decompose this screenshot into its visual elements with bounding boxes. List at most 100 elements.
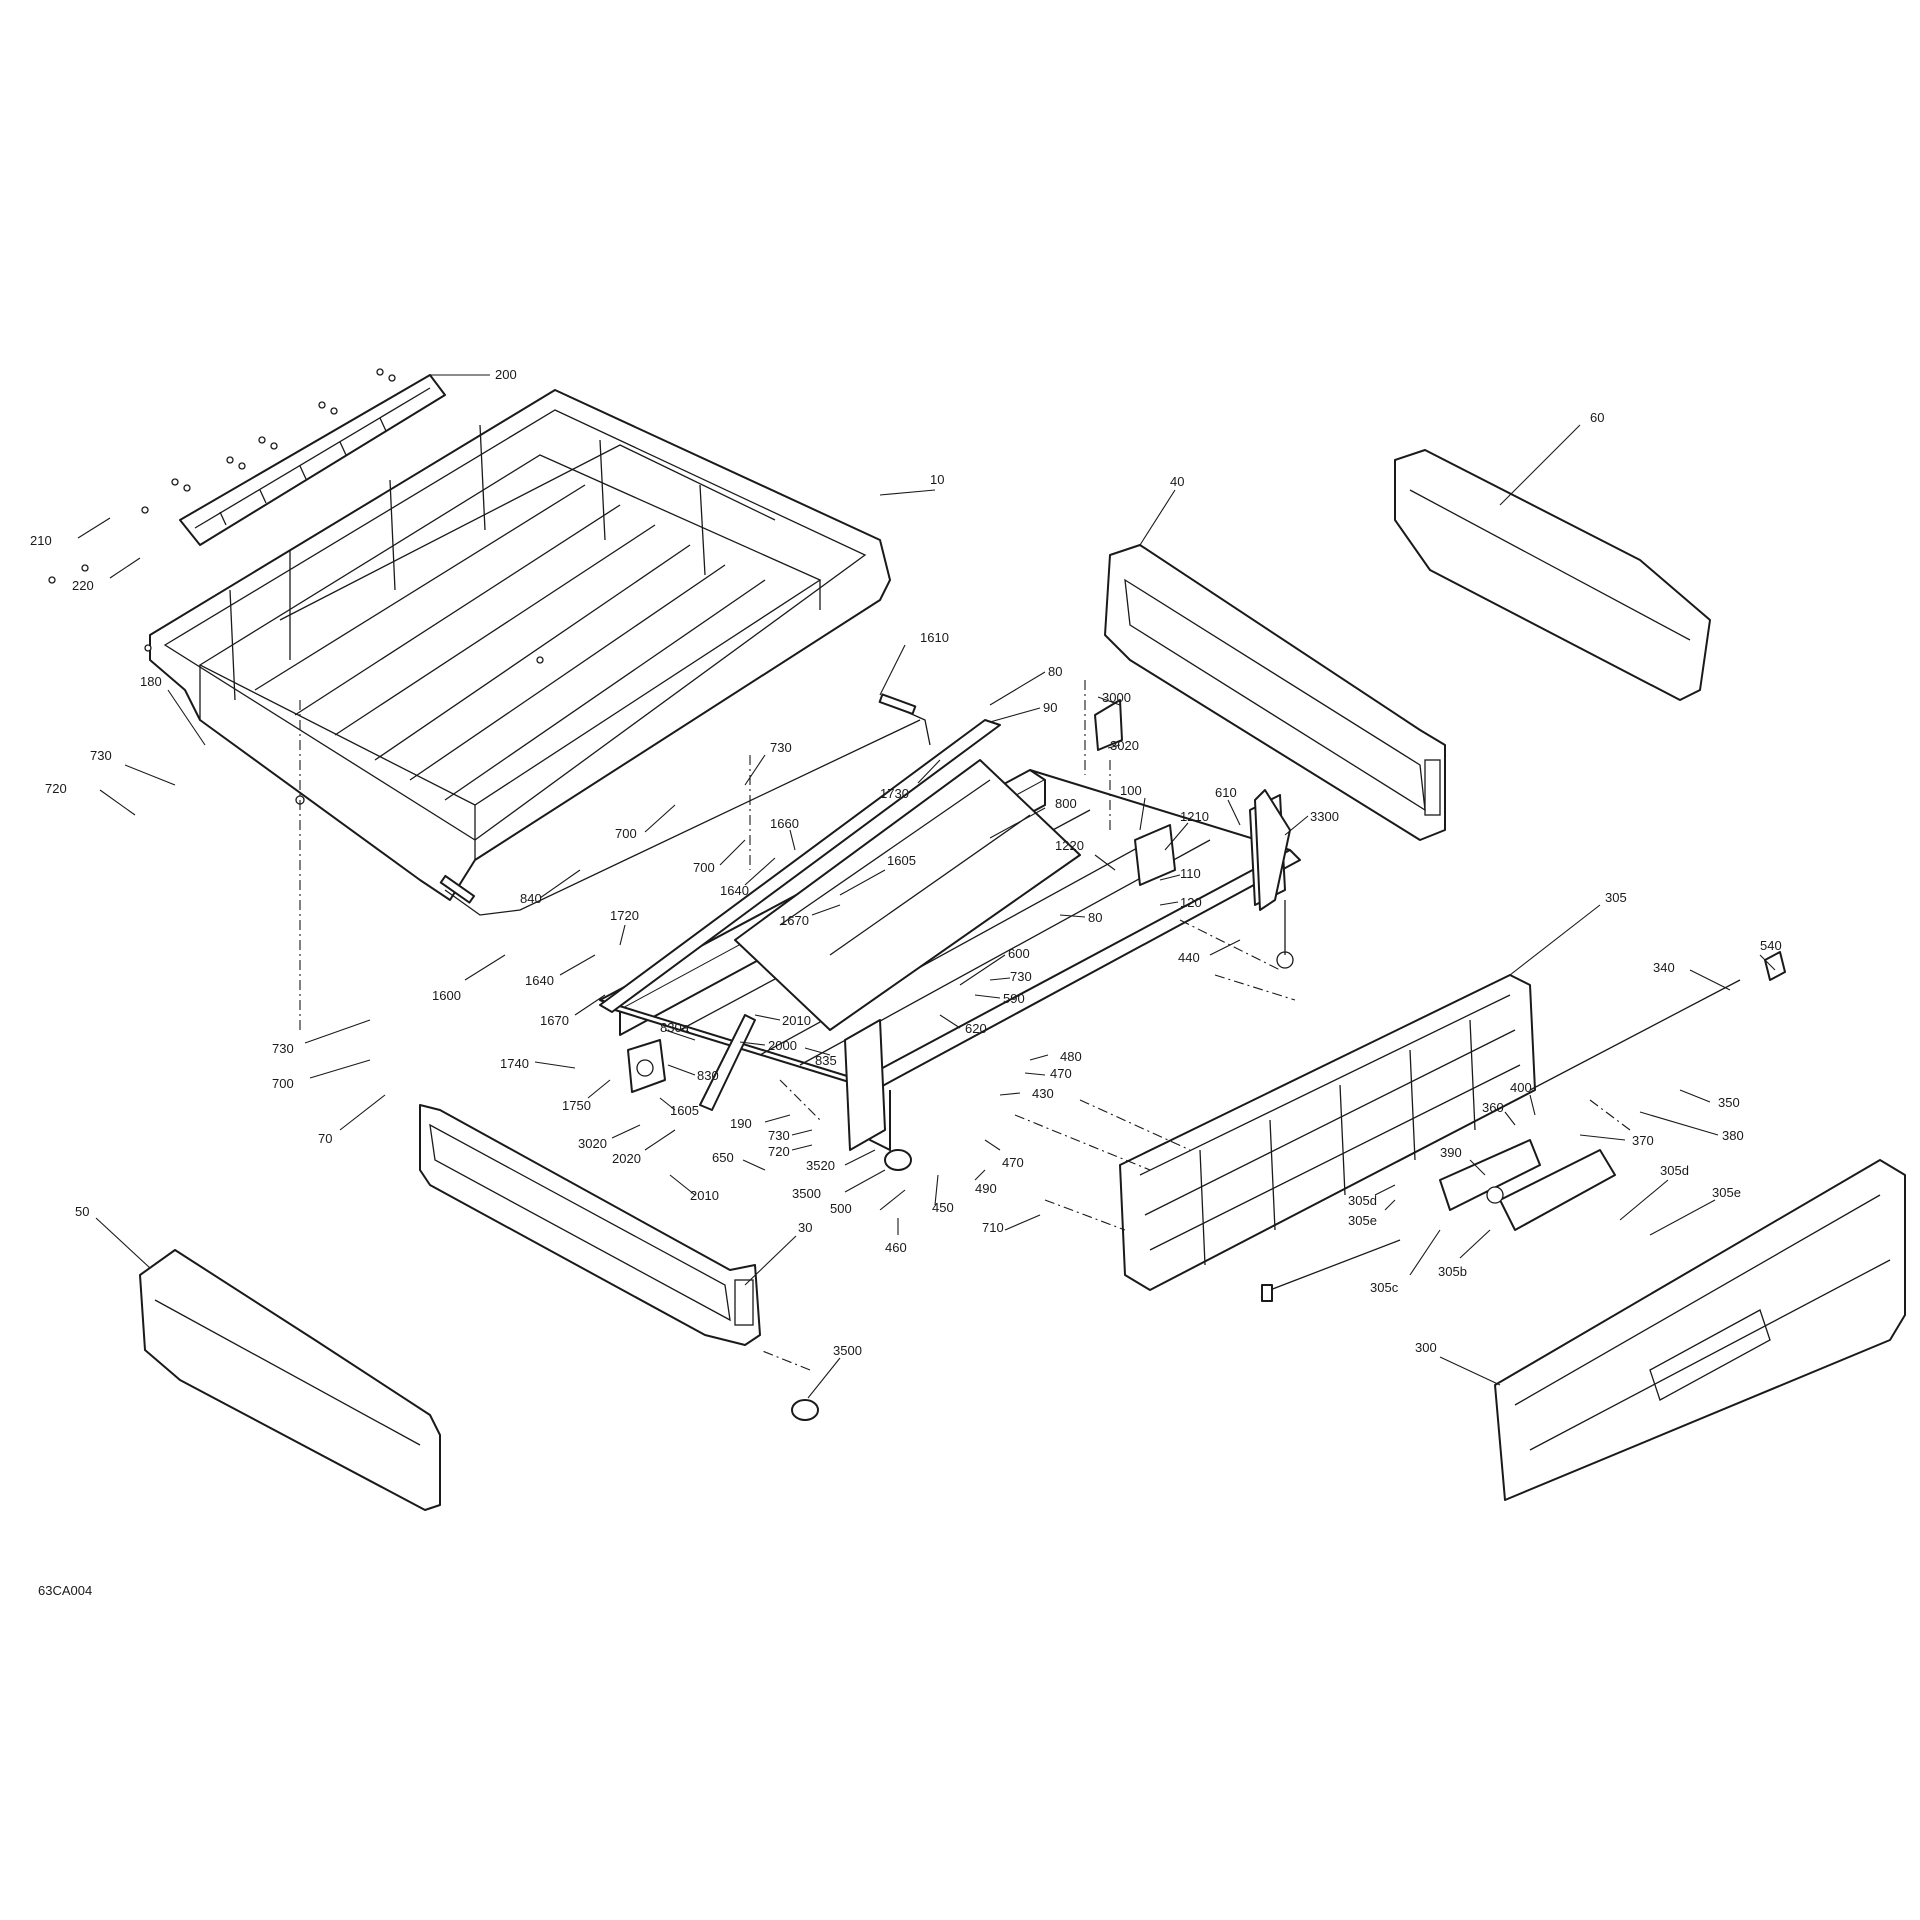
- tailgate-handle: [1439, 1139, 1616, 1231]
- callout-720-b: 720: [768, 1144, 790, 1159]
- callout-1670-b: 1670: [540, 1013, 569, 1028]
- left-outer-panel: [139, 1249, 441, 1511]
- right-outer-panel: [1394, 449, 1711, 701]
- frame-rails: [599, 719, 1081, 1031]
- callout-3520: 3520: [806, 1158, 835, 1173]
- callout-60: 60: [1590, 410, 1604, 425]
- left-side-panel: [419, 1104, 761, 1346]
- callout-3020: 3020: [578, 1136, 607, 1151]
- callout-190: 190: [730, 1116, 752, 1131]
- callout-80: 80: [1088, 910, 1102, 925]
- callout-1660: 1660: [770, 816, 799, 831]
- callout-1605: 1605: [887, 853, 916, 868]
- callout-720: 720: [45, 781, 67, 796]
- callout-300: 300: [1415, 1340, 1437, 1355]
- callout-450: 450: [932, 1200, 954, 1215]
- callout-620: 620: [965, 1021, 987, 1036]
- callout-460: 460: [885, 1240, 907, 1255]
- callout-830: 830: [697, 1068, 719, 1083]
- callout-1640: 1640: [720, 883, 749, 898]
- latch-bracket: [627, 1039, 666, 1093]
- callout-730: 730: [90, 748, 112, 763]
- right-side-panel: [1104, 544, 1446, 841]
- callout-30: 30: [798, 1220, 812, 1235]
- callout-305: 305: [1605, 890, 1627, 905]
- gas-strut: [699, 1014, 756, 1111]
- callout-labels: 200 210 220 10 180 730 720 840 1610 730 …: [30, 367, 1782, 1399]
- callout-600: 600: [1008, 946, 1030, 961]
- callout-2010-b: 2010: [690, 1188, 719, 1203]
- callout-80-b: 80: [1048, 664, 1062, 679]
- callout-3020-b: 3020: [1110, 738, 1139, 753]
- callout-710: 710: [982, 1220, 1004, 1235]
- callout-1750: 1750: [562, 1098, 591, 1113]
- callout-470: 470: [1002, 1155, 1024, 1170]
- callout-440: 440: [1178, 950, 1200, 965]
- callout-1605-b: 1605: [670, 1103, 699, 1118]
- callout-470-b: 470: [1050, 1066, 1072, 1081]
- callout-200: 200: [495, 367, 517, 382]
- callout-305e: 305e: [1348, 1213, 1377, 1228]
- callout-340: 340: [1653, 960, 1675, 975]
- callout-610: 610: [1215, 785, 1237, 800]
- callout-90: 90: [1043, 700, 1057, 715]
- tailgate-inner: [1119, 974, 1536, 1291]
- callout-480: 480: [1060, 1049, 1082, 1064]
- callout-430: 430: [1032, 1086, 1054, 1101]
- assembly-lines: [299, 680, 1631, 1371]
- hinge-bracket-right: [1094, 699, 1294, 969]
- callout-305d-b: 305d: [1660, 1163, 1689, 1178]
- callout-730-b: 730: [770, 740, 792, 755]
- callout-100: 100: [1120, 783, 1142, 798]
- callout-500: 500: [830, 1201, 852, 1216]
- callout-3500: 3500: [833, 1343, 862, 1358]
- callout-1740: 1740: [500, 1056, 529, 1071]
- callout-1670: 1670: [780, 913, 809, 928]
- callout-1730: 1730: [880, 786, 909, 801]
- callout-2010: 2010: [782, 1013, 811, 1028]
- callout-730-d: 730: [768, 1128, 790, 1143]
- callout-305d: 305d: [1348, 1193, 1377, 1208]
- callout-2000: 2000: [768, 1038, 797, 1053]
- callout-650: 650: [712, 1150, 734, 1165]
- callout-2020: 2020: [612, 1151, 641, 1166]
- callout-1640-b: 1640: [525, 973, 554, 988]
- callout-120: 120: [1180, 895, 1202, 910]
- callout-305c: 305c: [1370, 1280, 1399, 1295]
- callout-1720: 1720: [610, 908, 639, 923]
- callout-490: 490: [975, 1181, 997, 1196]
- caps: [791, 1149, 912, 1421]
- callout-800: 800: [1055, 796, 1077, 811]
- callout-1220: 1220: [1055, 838, 1084, 853]
- callout-220: 220: [72, 578, 94, 593]
- callout-180: 180: [140, 674, 162, 689]
- callout-730-e: 730: [1010, 969, 1032, 984]
- callout-3500-b: 3500: [792, 1186, 821, 1201]
- callout-70: 70: [318, 1131, 332, 1146]
- latch-rod: [1261, 951, 1786, 1302]
- callout-380: 380: [1722, 1128, 1744, 1143]
- callout-1600: 1600: [432, 988, 461, 1003]
- callout-835: 835: [815, 1053, 837, 1068]
- callout-1210: 1210: [1180, 809, 1209, 824]
- callout-590: 590: [1003, 991, 1025, 1006]
- rail-cover-fasteners: [48, 368, 544, 805]
- callout-210: 210: [30, 533, 52, 548]
- callout-40: 40: [1170, 474, 1184, 489]
- callout-110: 110: [1180, 866, 1201, 881]
- tailgate-outer: [1494, 1159, 1906, 1501]
- callout-700-c: 700: [272, 1076, 294, 1091]
- callout-50: 50: [75, 1204, 89, 1219]
- callout-400: 400: [1510, 1080, 1532, 1095]
- callout-730-c: 730: [272, 1041, 294, 1056]
- callout-830a: 830a: [660, 1020, 690, 1035]
- cargo-box: [149, 389, 891, 901]
- callout-700: 700: [615, 826, 637, 841]
- callout-3000: 3000: [1102, 690, 1131, 705]
- callout-390: 390: [1440, 1145, 1462, 1160]
- callout-700-b: 700: [693, 860, 715, 875]
- cargo-box-rail-cover: [179, 374, 446, 546]
- callout-305e-b: 305e: [1712, 1185, 1741, 1200]
- callout-370: 370: [1632, 1133, 1654, 1148]
